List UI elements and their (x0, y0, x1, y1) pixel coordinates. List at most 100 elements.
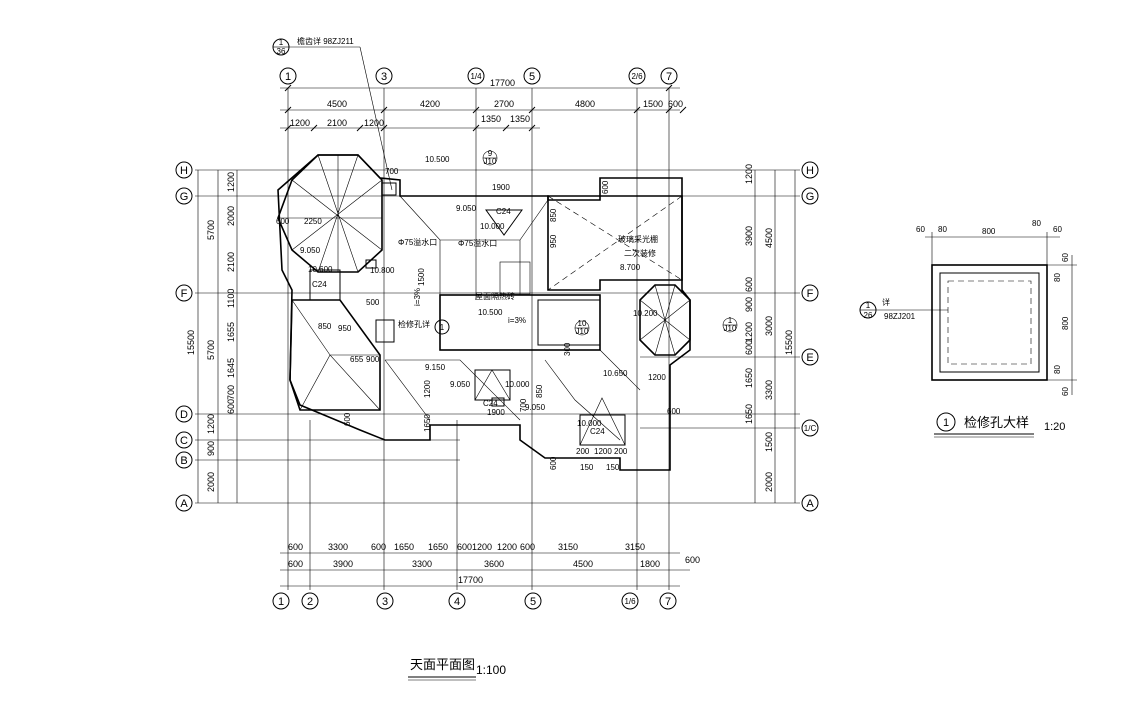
svg-text:3900: 3900 (333, 559, 353, 569)
svg-text:10: 10 (578, 319, 587, 328)
svg-text:A: A (180, 498, 188, 510)
svg-text:1: 1 (866, 301, 871, 310)
svg-text:1: 1 (440, 323, 445, 332)
svg-text:9.050: 9.050 (300, 246, 321, 255)
svg-text:A: A (806, 498, 814, 510)
eave-detail-callout: 1 36 檐齿详 98ZJ211 (272, 36, 393, 191)
svg-text:80: 80 (1032, 219, 1041, 228)
right-dimensions: 15500 4500 3000 3300 1500 2000 3900 1200… (744, 164, 796, 503)
svg-text:J10: J10 (484, 157, 497, 166)
svg-text:H: H (180, 165, 188, 177)
svg-text:200: 200 (576, 447, 590, 456)
axis-grid (195, 88, 800, 590)
svg-text:9.150: 9.150 (425, 363, 446, 372)
svg-text:3600: 3600 (484, 559, 504, 569)
svg-text:1500: 1500 (417, 268, 426, 286)
axis-bubble-left: C (175, 431, 193, 449)
axis-bubble-bottom: 5 (524, 592, 542, 610)
svg-text:600: 600 (288, 559, 303, 569)
svg-text:C24: C24 (590, 427, 605, 436)
svg-text:屋面隔热砖: 屋面隔热砖 (475, 291, 515, 301)
top-dim: 4200 (420, 99, 440, 109)
svg-text:9: 9 (488, 149, 493, 158)
svg-text:3300: 3300 (328, 542, 348, 552)
svg-text:7: 7 (665, 596, 671, 608)
svg-text:C: C (180, 435, 188, 447)
svg-text:详: 详 (882, 297, 890, 307)
plan-title-block: 天面平面图 1:100 (408, 657, 506, 681)
svg-text:10.000: 10.000 (505, 380, 530, 389)
svg-text:1900: 1900 (487, 408, 505, 417)
axis-bubble-left: D (175, 405, 193, 423)
svg-text:2: 2 (307, 596, 313, 608)
top-dim: 1200 (290, 118, 310, 128)
svg-text:36: 36 (277, 47, 286, 56)
axis-bubble-left: F (175, 284, 193, 302)
svg-text:500: 500 (366, 298, 380, 307)
top-dim: 1350 (510, 114, 530, 124)
top-dimensions: 17700 4500 4200 2700 4800 1500 600 1200 … (280, 78, 687, 132)
svg-text:檐齿详 98ZJ211: 檐齿详 98ZJ211 (297, 36, 354, 46)
axis-bubble-bottom: 1/6 (621, 592, 639, 610)
bottom-axis-bubbles: 1 2 3 4 5 1/6 7 (272, 592, 677, 610)
svg-text:H: H (806, 165, 814, 177)
svg-text:150: 150 (606, 463, 620, 472)
top-dim: 1350 (481, 114, 501, 124)
axis-bubble: 2/6 (628, 67, 646, 85)
svg-text:1: 1 (278, 596, 284, 608)
svg-text:600: 600 (226, 399, 236, 414)
svg-text:10.650: 10.650 (603, 369, 628, 378)
svg-text:60: 60 (916, 225, 925, 234)
svg-text:80: 80 (1053, 365, 1062, 374)
axis-bubble-bottom: 4 (448, 592, 466, 610)
svg-text:800: 800 (1061, 316, 1070, 330)
svg-text:1200: 1200 (497, 542, 517, 552)
svg-text:9.050: 9.050 (525, 403, 546, 412)
svg-text:1100: 1100 (226, 289, 236, 308)
svg-text:4500: 4500 (573, 559, 593, 569)
right-axis-bubbles: H G F E 1/C A (801, 161, 819, 512)
svg-text:1500: 1500 (764, 432, 774, 452)
svg-text:3900: 3900 (744, 226, 754, 246)
svg-text:1200: 1200 (472, 542, 492, 552)
svg-text:1/6: 1/6 (624, 597, 636, 606)
svg-text:1650: 1650 (428, 542, 448, 552)
svg-text:600: 600 (549, 456, 558, 470)
svg-text:15500: 15500 (784, 330, 794, 355)
svg-text:900: 900 (206, 441, 216, 456)
svg-text:850: 850 (318, 322, 332, 331)
axis-bubble-right: 1/C (801, 419, 819, 437)
svg-text:F: F (807, 288, 814, 300)
svg-text:1: 1 (279, 38, 284, 47)
svg-text:900: 900 (744, 297, 754, 312)
axis-bubble: 5 (523, 67, 541, 85)
svg-text:600: 600 (601, 180, 610, 194)
svg-text:80: 80 (938, 225, 947, 234)
svg-text:600: 600 (457, 542, 472, 552)
svg-text:26: 26 (864, 311, 873, 320)
left-axis-bubbles: H G F D C B A (175, 161, 193, 512)
svg-text:1650: 1650 (394, 542, 414, 552)
svg-text:60: 60 (1061, 253, 1070, 262)
top-dim: 1200 (364, 118, 384, 128)
svg-text:3150: 3150 (625, 542, 645, 552)
hatch-detail: 60 80 800 80 60 60 80 800 80 60 1 26 详 9… (859, 219, 1077, 438)
svg-text:700: 700 (385, 167, 399, 176)
svg-text:i=3%: i=3% (413, 288, 422, 306)
svg-text:10.500: 10.500 (478, 308, 503, 317)
svg-text:1800: 1800 (640, 559, 660, 569)
svg-text:1200: 1200 (744, 322, 754, 342)
svg-text:5: 5 (530, 596, 536, 608)
svg-text:10.600: 10.600 (308, 265, 333, 274)
svg-text:5700: 5700 (206, 340, 216, 360)
svg-text:15500: 15500 (186, 330, 196, 355)
svg-text:10.200: 10.200 (633, 309, 658, 318)
svg-text:3: 3 (382, 596, 388, 608)
detail-ref-bubble: 1 26 详 98ZJ201 (859, 297, 948, 321)
svg-text:C24: C24 (312, 280, 327, 289)
svg-text:C24: C24 (496, 207, 511, 216)
svg-text:700: 700 (519, 398, 528, 412)
svg-text:2/6: 2/6 (631, 72, 643, 81)
